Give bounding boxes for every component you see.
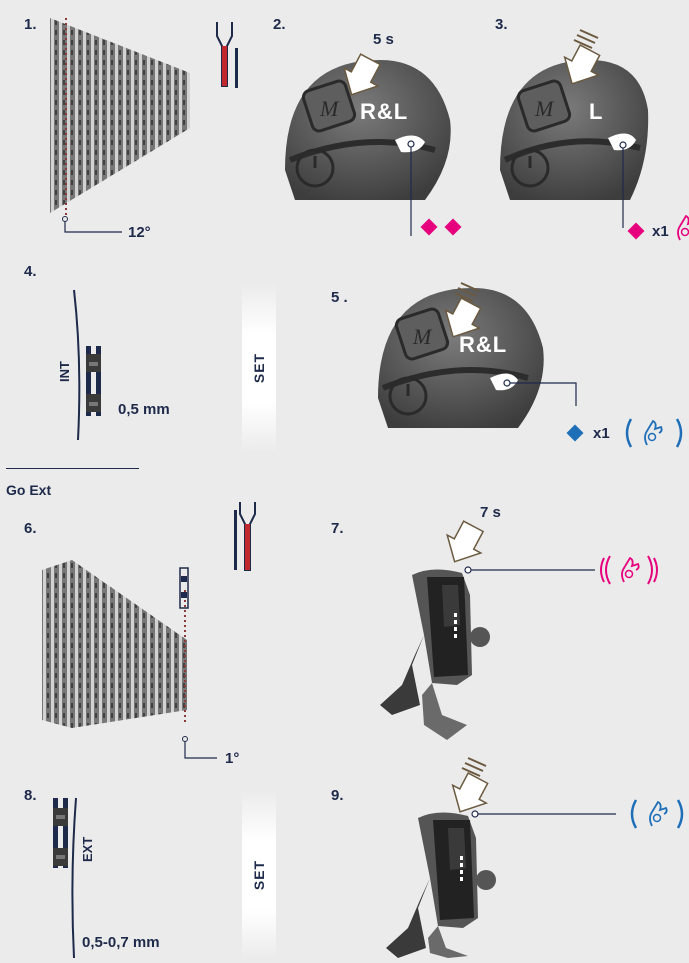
step-number: 2.	[273, 16, 286, 33]
svg-text:M: M	[412, 324, 433, 349]
press-arrow-icon	[446, 520, 485, 563]
angle-line	[182, 736, 217, 759]
svg-text:M: M	[534, 96, 555, 121]
cassette-graphic	[42, 560, 187, 728]
step-number: 5 .	[331, 289, 348, 306]
count-label: x1	[593, 425, 610, 442]
section-title: Go Ext	[6, 482, 52, 498]
led-diamond-icon	[420, 218, 462, 236]
step-number: 8.	[24, 787, 37, 804]
press-arrow-icon	[451, 757, 489, 813]
duration-label: 7 s	[480, 504, 501, 521]
side-label: EXT	[80, 836, 95, 862]
press-arrow-icon	[563, 29, 601, 85]
led-connector-line	[464, 566, 595, 574]
led-connector-line	[407, 140, 415, 236]
duration-label: 5 s	[373, 31, 394, 48]
set-label: SET	[250, 859, 267, 891]
cassette-graphic	[50, 18, 190, 218]
press-arrow-icon	[343, 53, 382, 96]
side-label: INT	[57, 361, 72, 382]
led-connector-line	[619, 141, 627, 228]
set-band: SET	[242, 790, 276, 960]
led-connector-line	[503, 379, 577, 406]
step-number: 6.	[24, 520, 37, 537]
chain-gap-diagram	[53, 797, 77, 959]
step-number: 9.	[331, 787, 344, 804]
count-label: x1	[652, 223, 669, 240]
step-number: 3.	[495, 16, 508, 33]
angle-label: 12°	[128, 224, 151, 241]
button-label: R&L	[459, 332, 508, 357]
section-divider	[6, 468, 139, 469]
set-band: SET	[242, 283, 276, 453]
angle-line	[62, 216, 122, 233]
shifter-lever	[380, 569, 490, 740]
vibrate-hand-icon	[630, 799, 684, 829]
led-connector-line	[471, 810, 616, 818]
chain-link-icon	[179, 567, 189, 609]
step-number: 4.	[24, 263, 37, 280]
chain-gap-diagram	[73, 289, 101, 441]
distance-label: 0,5 mm	[118, 401, 170, 418]
vibrate-hand-icon	[677, 214, 689, 241]
shifter-dial: M	[500, 60, 649, 200]
step-number: 1.	[24, 16, 37, 33]
vibrate-hand-icon	[625, 418, 683, 448]
shifter-lever	[386, 812, 496, 958]
angle-label: 1°	[225, 750, 240, 767]
led-diamond-icon	[627, 222, 645, 240]
button-label: R&L	[360, 99, 409, 124]
step-number: 7.	[331, 520, 344, 537]
led-diamond-icon	[566, 424, 584, 442]
shifter-dial: M	[378, 288, 544, 428]
derailleur-position-icon	[216, 22, 238, 88]
set-label: SET	[250, 352, 267, 384]
svg-text:M: M	[319, 96, 340, 121]
vibrate-hand-icon	[600, 555, 658, 585]
press-arrow-icon	[444, 282, 482, 338]
button-label: L	[589, 99, 603, 124]
distance-label: 0,5-0,7 mm	[82, 934, 160, 951]
derailleur-position-icon	[234, 502, 256, 571]
shifter-dial: M	[285, 60, 451, 200]
